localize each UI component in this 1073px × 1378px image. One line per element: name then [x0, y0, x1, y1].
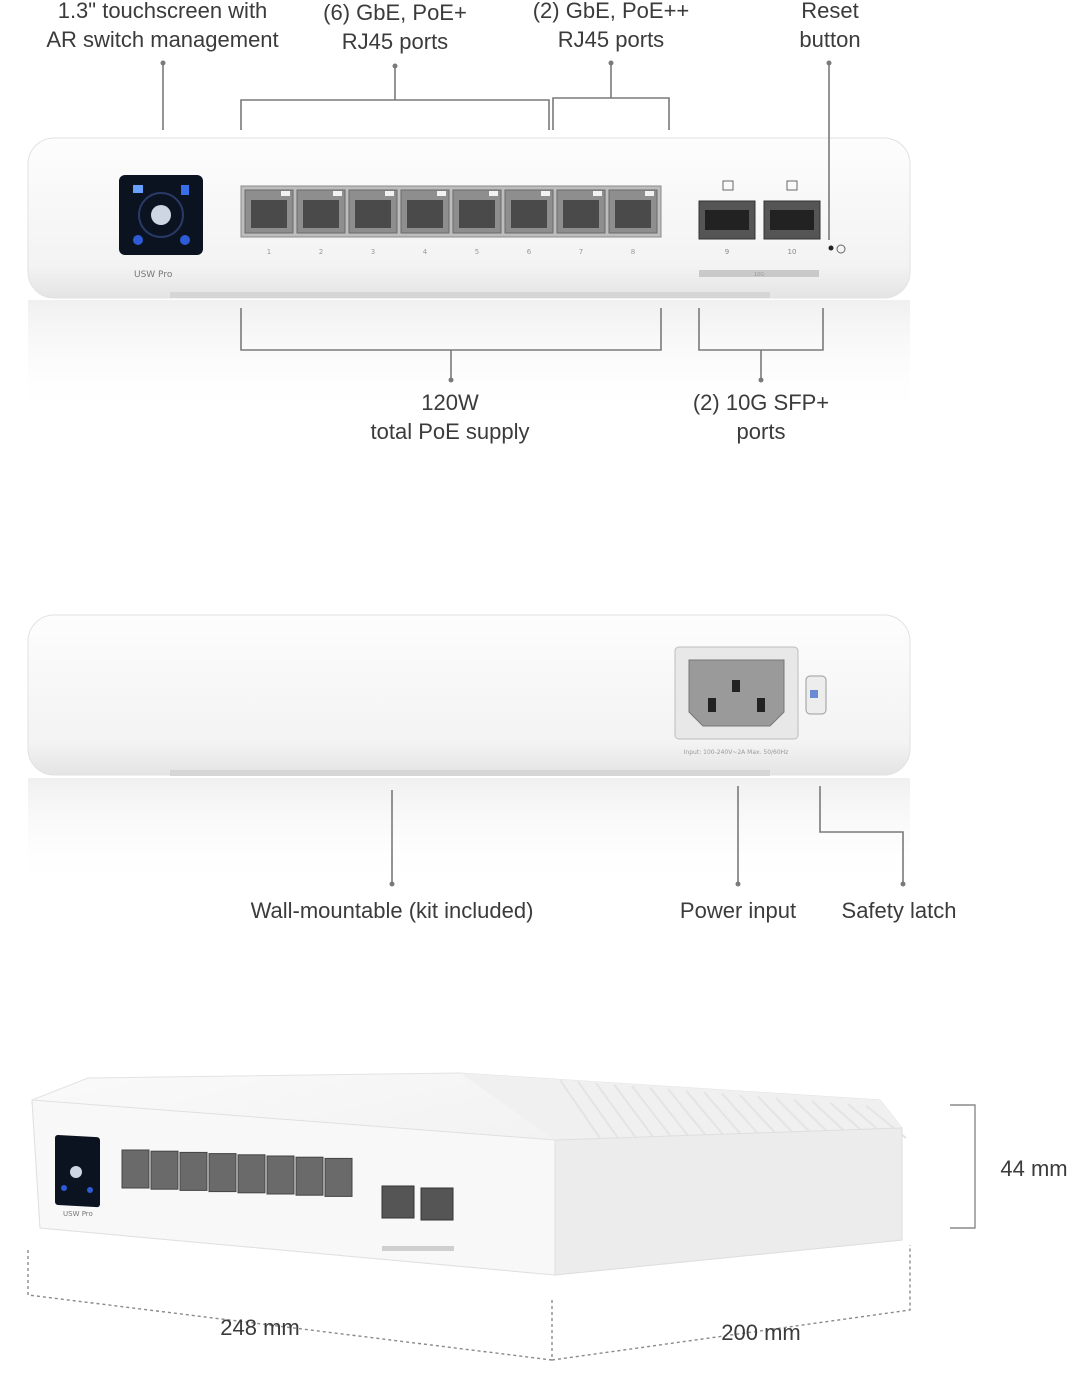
perspective-rj45-port	[208, 1153, 237, 1193]
front-device: USW Pro 1 2 3 4 5 6 7 8 9 10 10G	[27, 137, 911, 420]
callout-poe-supply: 120W total PoE supply	[370, 390, 530, 444]
power-inlet	[674, 646, 799, 740]
reset-button	[828, 245, 834, 251]
rj45-port	[244, 189, 294, 234]
device-logo: USW Pro	[134, 270, 173, 280]
rj45-port-block	[240, 185, 662, 238]
reset-icon	[836, 244, 846, 254]
perspective-rj45-port	[237, 1154, 266, 1194]
callout-poe-plusplus-ports: (2) GbE, PoE++ RJ45 ports	[532, 0, 690, 52]
rear-callout-dots	[389, 881, 906, 887]
perspective-rj45-port	[179, 1151, 208, 1191]
perspective-rj45-port	[295, 1156, 324, 1196]
dimension-lines	[27, 1104, 976, 1361]
rj45-port	[504, 189, 554, 234]
rear-device: Input: 100-240V~2A Max. 50/60Hz	[27, 614, 911, 888]
port-label: 2	[319, 248, 323, 256]
rear-callout-lines	[391, 786, 904, 884]
sfp-group-bar	[699, 270, 819, 277]
port-label: 5	[475, 248, 479, 256]
perspective-device: USW Pro	[31, 1072, 907, 1276]
perspective-rj45-port	[121, 1149, 150, 1189]
front-callout-dots	[160, 60, 832, 383]
dimension-depth: 200 mm	[721, 1320, 801, 1345]
perspective-rj45-port	[324, 1157, 353, 1197]
dimension-width: 248 mm	[220, 1315, 300, 1340]
rj45-port	[296, 189, 346, 234]
rj45-port	[348, 189, 398, 234]
perspective-logo: USW Pro	[63, 1210, 93, 1218]
port-label: 7	[579, 248, 583, 256]
callout-wall-mount: Wall-mountable (kit included)	[250, 898, 534, 923]
callout-power-input: Power input	[679, 898, 797, 923]
rj45-port	[452, 189, 502, 234]
rj45-port	[400, 189, 450, 234]
port-label: 4	[423, 248, 428, 256]
callout-poe-plus-ports: (6) GbE, PoE+ RJ45 ports	[323, 0, 467, 54]
front-callout-lines	[162, 63, 830, 380]
rj45-port	[556, 189, 606, 234]
sfp-port-9: 9	[698, 180, 756, 256]
sfp-label: 10	[788, 248, 797, 256]
callout-reset-button: Reset button	[799, 0, 861, 52]
callout-touchscreen: 1.3" touchscreen with AR switch manageme…	[46, 0, 279, 52]
port-label: 1	[267, 248, 271, 256]
rj45-port	[608, 189, 658, 234]
sfp-port-10: 10	[763, 180, 821, 256]
sfp-group-label: 10G	[754, 272, 764, 278]
power-rating-text: Input: 100-240V~2A Max. 50/60Hz	[684, 749, 789, 756]
port-label: 3	[371, 248, 375, 256]
perspective-rj45-port	[150, 1150, 179, 1190]
callout-safety-latch: Safety latch	[841, 898, 957, 923]
dimension-height: 44 mm	[1000, 1156, 1068, 1181]
touchscreen-display	[119, 175, 203, 255]
perspective-rj45-port	[266, 1155, 295, 1195]
sfp-label: 9	[725, 248, 729, 256]
port-label: 6	[527, 248, 532, 256]
port-label: 8	[631, 248, 635, 256]
safety-latch	[805, 675, 827, 715]
callout-sfp-ports: (2) 10G SFP+ ports	[692, 390, 830, 444]
port-label-row: 1 2 3 4 5 6 7 8	[267, 248, 635, 256]
